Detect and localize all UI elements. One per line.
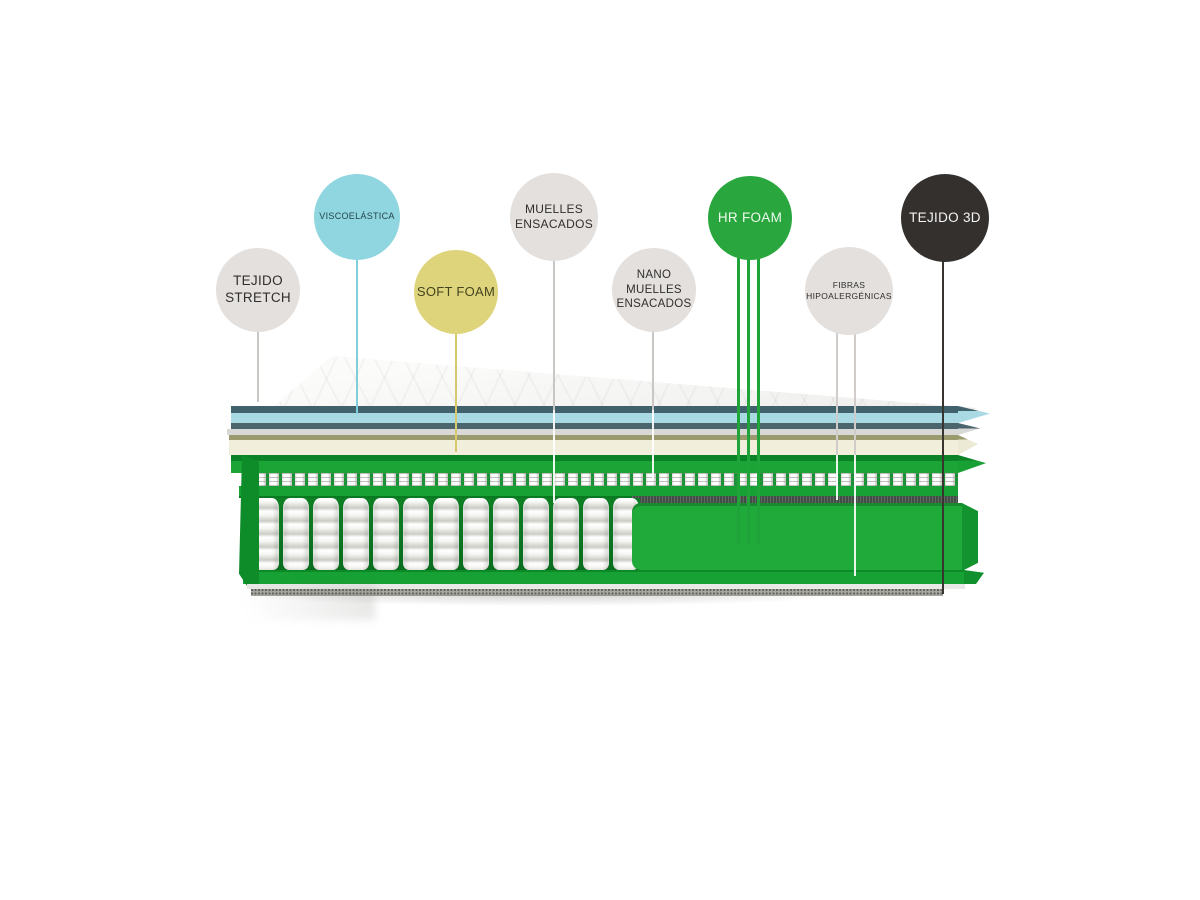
label-tejido-3d: TEJIDO 3D [901,174,989,262]
label-fibras-hipoalergenicas-text: FIBRAS HIPOALERGÉNICAS [806,280,892,301]
viscoelastica-pointer-line [356,258,358,414]
label-hr-foam-text: HR FOAM [717,209,783,225]
soft-foam-pointer-line [455,332,457,452]
pocket-spring [373,498,399,570]
spring-box-mid-bar [239,486,958,498]
tejido-3d-pointer-line [942,260,944,594]
mattress-shadow [219,595,999,611]
soft-foam-layer [229,440,958,455]
fibras-pointer-line-1-upper [836,332,838,455]
inner-fabric-layer [227,429,958,435]
label-muelles-ensacados: MUELLES ENSACADOS [510,173,598,261]
spring-box-bottom-bar [243,570,964,584]
fibras-pointer-line-2-upper [854,332,856,455]
label-tejido-3d-text: TEJIDO 3D [909,209,981,225]
pocket-spring [553,498,579,570]
soft-foam-right-tip [958,435,978,455]
bottom-bar-right-face [964,570,984,584]
hr-foam-block [632,503,962,570]
label-nano-muelles-ensacados-text: NANO MUELLES ENSACADOS [616,269,692,311]
pocket-spring [493,498,519,570]
label-hr-foam: HR FOAM [708,176,792,260]
pocket-spring [403,498,429,570]
label-nano-muelles-ensacados: NANO MUELLES ENSACADOS [612,248,696,332]
nano-springs-row [253,473,958,486]
pocket-springs-row [253,498,640,570]
mattress-shadow-left [155,586,375,620]
fibras-pointer-line-2-lower [854,455,856,576]
hypoallergenic-fiber-strip [632,496,958,503]
hr-foam-pointer-line-3 [757,258,760,545]
soft-foam-top-edge [229,435,958,440]
hr-foam-pointer-line-1 [737,258,740,545]
label-soft-foam: SOFT FOAM [414,250,498,334]
spring-box-top-bar [231,461,958,473]
viscoelastic-layer [231,413,958,423]
mattress-illustration [155,348,1015,628]
pocket-spring [583,498,609,570]
pocket-spring [313,498,339,570]
pocket-spring [523,498,549,570]
hr-foam-pointer-line-2 [747,258,750,545]
label-tejido-stretch: TEJIDO STRETCH [216,248,300,332]
pocket-spring [433,498,459,570]
spring-box-right-tip [958,455,986,473]
base-trim-strip [247,584,965,589]
muelles-pointer-line-lower [553,410,555,503]
pocket-spring [343,498,369,570]
nano-muelles-pointer-line-lower [652,410,654,481]
label-viscoelastica: VISCOELÁSTICA [314,174,400,260]
viscoelastic-layer-top-edge [231,406,958,413]
pocket-spring [283,498,309,570]
spring-box-top-edge [231,455,958,461]
muelles-pointer-line-upper [553,258,555,410]
inner-fabric-right-tip [958,423,980,435]
label-tejido-stretch-text: TEJIDO STRETCH [225,273,291,305]
nano-muelles-pointer-line-upper [652,331,654,410]
pocket-spring [463,498,489,570]
label-fibras-hipoalergenicas: FIBRAS HIPOALERGÉNICAS [805,247,893,335]
label-viscoelastica-text: VISCOELÁSTICA [319,211,395,222]
tejido-stretch-pointer-line [257,332,259,402]
label-muelles-ensacados-text: MUELLES ENSACADOS [514,202,594,231]
spring-box-left-face [239,455,259,590]
layer-divider-dark [231,423,958,429]
hr-foam-block-right-face [962,503,978,571]
label-soft-foam-text: SOFT FOAM [416,283,496,299]
tejido-3d-base [251,589,943,596]
fibras-pointer-line-1-lower [836,455,838,500]
